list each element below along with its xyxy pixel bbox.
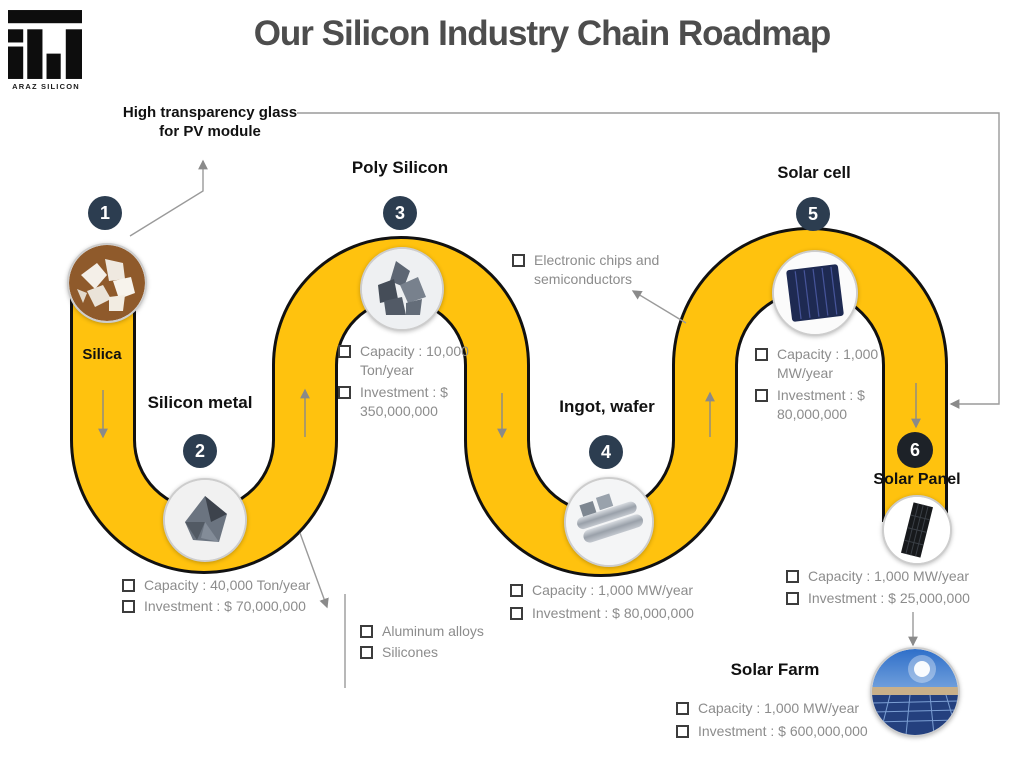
stage-1-number: 1: [88, 196, 122, 230]
stage-1-label: Silica: [82, 346, 122, 363]
solar-farm-photo: [870, 647, 960, 737]
stage-2-number: 2: [183, 434, 217, 468]
stage-5-details: Capacity : 1,000 MW/year Investment : $ …: [755, 345, 885, 424]
list-item: Capacity : 1,000 MW/year: [510, 581, 694, 600]
capacity-value: Capacity : 1,000 MW/year: [808, 568, 970, 584]
stage-6-label: Solar Panel: [873, 471, 961, 488]
checkbox-bullet-icon: [512, 254, 525, 267]
checkbox-bullet-icon: [360, 646, 373, 659]
alloys-connector-line: [299, 532, 346, 688]
checkbox-bullet-icon: [122, 600, 135, 613]
glass-connector-line: [129, 112, 1000, 409]
checkbox-bullet-icon: [360, 625, 373, 638]
silicon-metal-photo: [163, 478, 247, 562]
stage-6-number: 6: [897, 432, 933, 468]
checkbox-bullet-icon: [510, 607, 523, 620]
glass-annotation-line2: for PV module: [159, 123, 261, 140]
list-item: Aluminum alloys: [360, 622, 484, 641]
investment-value: Investment : $ 80,000,000: [532, 605, 694, 621]
checkbox-bullet-icon: [786, 570, 799, 583]
list-item: Investment : $ 70,000,000: [122, 597, 310, 616]
solar-panel-photo: [882, 495, 952, 565]
investment-value: Investment : $ 25,000,000: [808, 590, 970, 606]
stage-4-number: 4: [589, 435, 623, 469]
stage-4-label: Ingot, wafer: [559, 397, 655, 416]
capacity-value: Capacity : 1,000 MW/year: [777, 346, 879, 381]
investment-value: Investment : $ 80,000,000: [777, 387, 865, 422]
araz-silicon-logo: [8, 10, 82, 79]
poly-silicon-photo: [360, 247, 444, 331]
list-item: Investment : $ 600,000,000: [676, 722, 868, 741]
stage-3-details: Capacity : 10,000 Ton/year Investment : …: [338, 342, 470, 421]
chips-connector-arrow: [631, 290, 687, 324]
solar-farm-details: Capacity : 1,000 MW/year Investment : $ …: [676, 699, 868, 741]
checkbox-bullet-icon: [676, 702, 689, 715]
investment-value: Investment : $ 600,000,000: [698, 723, 868, 739]
capacity-value: Capacity : 1,000 MW/year: [698, 700, 860, 716]
solar-cell-photo: [772, 250, 858, 336]
list-item: Capacity : 1,000 MW/year: [676, 699, 868, 718]
list-item: Investment : $ 80,000,000: [510, 604, 694, 623]
list-item: Capacity : 1,000 MW/year: [786, 567, 970, 586]
silicones-text: Silicones: [382, 644, 439, 660]
glass-annotation-line1: High transparency glass: [122, 104, 298, 121]
page-title: Our Silicon Industry Chain Roadmap: [253, 14, 832, 53]
glass-annotation: High transparency glass for PV module: [105, 103, 315, 141]
checkbox-bullet-icon: [122, 579, 135, 592]
list-item: Capacity : 10,000 Ton/year: [338, 342, 470, 380]
alloys-annotation: Aluminum alloys Silicones: [360, 622, 484, 662]
list-item: Investment : $ 25,000,000: [786, 589, 970, 608]
ingot-wafer-photo: [564, 477, 654, 567]
investment-value: Investment : $ 350,000,000: [360, 384, 448, 419]
stage-2-details: Capacity : 40,000 Ton/year Investment : …: [122, 576, 310, 616]
checkbox-bullet-icon: [510, 584, 523, 597]
list-item: Investment : $ 80,000,000: [755, 386, 885, 424]
checkbox-bullet-icon: [338, 386, 351, 399]
road-direction-arrows: [98, 383, 921, 439]
logo-wordmark: ARAZ SILICON: [12, 82, 80, 91]
capacity-value: Capacity : 40,000 Ton/year: [144, 577, 311, 593]
capacity-value: Capacity : 1,000 MW/year: [532, 582, 694, 598]
stage-3-number: 3: [383, 196, 417, 230]
chips-annotation: Electronic chips and semiconductors: [512, 251, 684, 289]
solar-farm-label: Solar Farm: [730, 660, 820, 679]
stage-5-label: Solar cell: [777, 164, 851, 182]
checkbox-bullet-icon: [755, 389, 768, 402]
checkbox-bullet-icon: [676, 725, 689, 738]
stage-2-label: Silicon metal: [147, 393, 253, 412]
checkbox-bullet-icon: [786, 592, 799, 605]
stage-4-details: Capacity : 1,000 MW/year Investment : $ …: [510, 581, 694, 623]
chips-text: Electronic chips and semiconductors: [534, 252, 660, 287]
stage-5-number: 5: [796, 197, 830, 231]
list-item: Capacity : 1,000 MW/year: [755, 345, 885, 383]
stage-3-label: Poly Silicon: [351, 158, 449, 177]
checkbox-bullet-icon: [755, 348, 768, 361]
silica-photo: [67, 243, 147, 323]
capacity-value: Capacity : 10,000 Ton/year: [360, 343, 469, 378]
road: [70, 227, 948, 577]
stage-6-details: Capacity : 1,000 MW/year Investment : $ …: [786, 567, 970, 608]
alloys-text: Aluminum alloys: [382, 623, 484, 639]
list-item: Silicones: [360, 643, 484, 662]
investment-value: Investment : $ 70,000,000: [144, 598, 306, 614]
list-item: Investment : $ 350,000,000: [338, 383, 470, 421]
checkbox-bullet-icon: [338, 345, 351, 358]
list-item: Electronic chips and semiconductors: [512, 251, 684, 289]
list-item: Capacity : 40,000 Ton/year: [122, 576, 310, 595]
